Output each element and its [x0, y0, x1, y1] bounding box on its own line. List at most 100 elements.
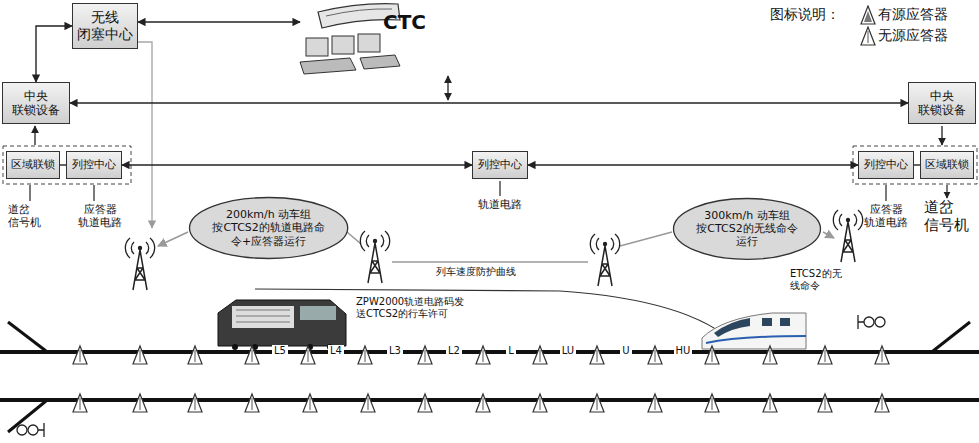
balise-row	[133, 394, 147, 412]
node-text: 区域联锁	[925, 158, 969, 171]
node-text: 列控中心	[864, 158, 908, 171]
balise-row	[648, 346, 662, 364]
ctc-console	[360, 55, 400, 69]
balise-row	[590, 346, 604, 364]
code-label: L4	[328, 345, 344, 357]
interlocking-box: 中央 联锁设备	[2, 82, 70, 124]
node-text: 列控中心	[72, 158, 116, 171]
ctcs3-train	[714, 318, 750, 337]
balise-row	[818, 346, 832, 364]
ctc-console	[332, 36, 354, 54]
node-text: 区域联锁	[11, 158, 55, 171]
balise-row	[818, 394, 832, 412]
node-text: 中央 联锁设备	[913, 89, 971, 118]
interlocking-box: 区域联锁	[920, 151, 974, 179]
interlocking-box: 区域联锁	[6, 151, 60, 179]
node-text: 列控中心	[478, 158, 522, 171]
track	[0, 398, 979, 402]
ctcs2-train	[300, 306, 336, 320]
balise-row	[418, 346, 432, 364]
connector	[36, 26, 72, 82]
balise-row	[533, 394, 547, 412]
legend-row: 有源应答器	[860, 5, 948, 25]
balise-swatch	[861, 6, 875, 24]
node-text: 200km/h 动车组 按CTCS2的轨道电路命令+应答器运行	[208, 208, 330, 248]
interlocking-box: 中央 联锁设备	[908, 82, 976, 124]
station-group	[853, 146, 977, 184]
tcc-box: 列控中心	[66, 151, 122, 179]
legend-text: 有源应答器	[878, 6, 948, 24]
code-label: L2	[446, 345, 462, 357]
code-label: L3	[387, 345, 403, 357]
note-label: ZPW2000轨道电路码发 送CTCS2的行车许可	[356, 296, 468, 320]
node-text: 中央 联锁设备	[7, 89, 65, 118]
connector	[138, 21, 300, 22]
balise-row	[303, 394, 317, 412]
ctcs3-train	[780, 318, 790, 326]
bubble-outline	[674, 199, 821, 260]
radio-link	[137, 42, 152, 228]
connector	[70, 102, 908, 103]
signal	[875, 317, 885, 327]
signal	[17, 425, 27, 435]
balise-row	[188, 394, 202, 412]
balise-row	[73, 346, 889, 364]
ctc-console	[326, 9, 392, 16]
balise-swatch	[860, 26, 876, 46]
radio-antenna	[125, 238, 154, 290]
code-label: L	[506, 345, 516, 357]
output-label: 道岔 信号机	[8, 203, 48, 229]
ctc-console	[358, 34, 380, 52]
ctc-console	[306, 38, 328, 56]
node-text: 无线 闭塞中心	[77, 9, 133, 43]
node-text: CTC	[383, 10, 426, 34]
output-label: 道岔 信号机	[924, 198, 976, 234]
balise-row	[476, 394, 490, 412]
balise-row	[763, 346, 777, 364]
node-text: 300km/h 动车组 按CTCS2的无线命令运行	[691, 209, 803, 249]
balise-row	[245, 394, 259, 412]
bubble-outline	[190, 198, 348, 259]
balise-row	[73, 346, 87, 364]
balise-row	[418, 394, 432, 412]
balise-row	[73, 394, 889, 412]
balise-swatch	[860, 5, 876, 25]
radio-antenna	[590, 234, 619, 286]
tcc-box: 列控中心	[472, 151, 528, 179]
ctcs3-train	[702, 313, 806, 349]
ctc-bus-link	[447, 76, 448, 100]
track	[8, 401, 46, 432]
balise-row	[245, 346, 259, 364]
station-group	[3, 146, 131, 184]
signal	[28, 425, 38, 435]
ctcs2-train	[218, 300, 346, 346]
balise-row	[533, 346, 547, 364]
output-label: 应答器 轨道电路	[862, 203, 910, 229]
ctcs2-train	[236, 310, 290, 322]
track	[8, 322, 46, 351]
connector	[528, 164, 858, 165]
ctcs2-train	[232, 306, 294, 328]
signal	[858, 315, 864, 329]
ctcs2-train	[232, 344, 238, 350]
track	[933, 322, 970, 351]
balise-row	[358, 346, 372, 364]
code-label: L5	[272, 345, 288, 357]
balise-swatch	[861, 27, 875, 45]
legend-title: 图标说明：	[770, 6, 840, 23]
connector	[122, 164, 472, 165]
ctcs2-train	[218, 300, 346, 350]
train-bubble: 300km/h 动车组 按CTCS2的无线命令运行	[672, 197, 822, 261]
balise-row	[590, 394, 604, 412]
track	[0, 322, 979, 432]
radio-antenna	[360, 231, 389, 283]
code-label: HU	[674, 345, 693, 357]
group-link	[35, 126, 942, 145]
balise-row	[188, 346, 202, 364]
output-label: 应答器 轨道电路	[76, 203, 124, 229]
ctcs3-train	[702, 313, 806, 349]
code-label: U	[620, 345, 631, 357]
